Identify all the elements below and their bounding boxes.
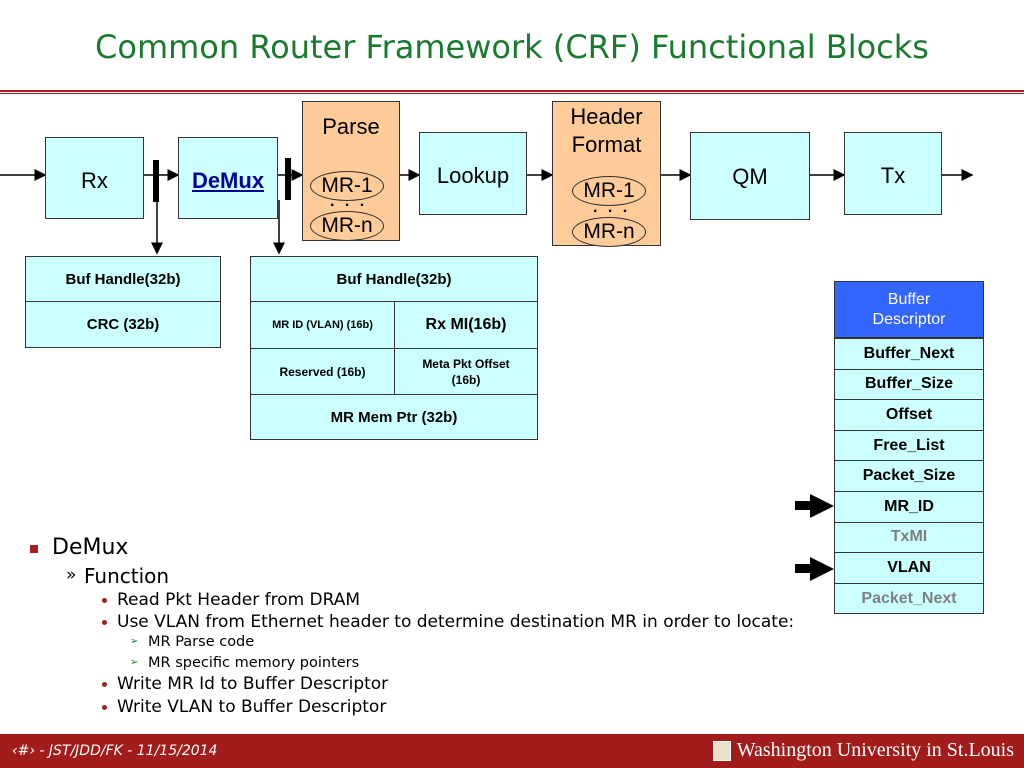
header-format-line1: Header bbox=[570, 104, 643, 129]
tx-block: Tx bbox=[844, 132, 942, 215]
demux-meta-rx-mi: Rx MI(16b) bbox=[394, 301, 538, 349]
chevron-bullet-icon: » bbox=[66, 565, 77, 585]
bullet-write-vlan: Write VLAN to Buffer Descriptor bbox=[117, 697, 387, 717]
lookup-block: Lookup bbox=[419, 132, 527, 215]
bullet-use-vlan: Use VLAN from Ethernet header to determi… bbox=[117, 612, 795, 632]
dot-bullet-icon bbox=[102, 705, 107, 710]
vlan-pointer-arrow bbox=[795, 557, 834, 581]
bullet-read-pkt: Read Pkt Header from DRAM bbox=[117, 590, 361, 610]
buffer-descriptor-row: Packet_Next bbox=[834, 582, 984, 615]
hf-mr1-oval: MR-1 bbox=[572, 176, 646, 206]
parse-dots: . . . bbox=[330, 193, 368, 210]
tx-label: Tx bbox=[880, 163, 906, 188]
qm-label: QM bbox=[732, 164, 768, 189]
university-seal-icon bbox=[712, 740, 731, 761]
buffer-descriptor-row: MR_ID bbox=[834, 491, 984, 523]
buffer-descriptor-row: Free_List bbox=[834, 429, 984, 462]
arrow-bullet-icon: ➢ bbox=[130, 657, 139, 668]
footer-slide-info: ‹#› - JST/JDD/FK - 11/15/2014 bbox=[12, 743, 218, 759]
hf-mrn-oval: MR-n bbox=[572, 217, 646, 247]
dot-bullet-icon bbox=[102, 682, 107, 687]
title-rule-bottom bbox=[0, 93, 1024, 94]
lookup-label: Lookup bbox=[436, 163, 510, 188]
bullet-write-mr-id: Write MR Id to Buffer Descriptor bbox=[117, 674, 389, 694]
arrow-bullet-icon: ➢ bbox=[130, 636, 139, 647]
demux-meta-mr-mem-ptr: MR Mem Ptr (32b) bbox=[250, 394, 538, 440]
buffer-descriptor-header: Buffer Descriptor bbox=[834, 281, 984, 338]
rx-meta-buf-handle: Buf Handle(32b) bbox=[25, 256, 221, 302]
buffer-descriptor-row: TxMI bbox=[834, 521, 984, 554]
rx-meta-crc: CRC (32b) bbox=[25, 301, 221, 348]
mr-id-pointer-arrow bbox=[795, 494, 834, 518]
buffer-descriptor-row: Buffer_Size bbox=[834, 368, 984, 401]
parse-mr1-oval: MR-1 bbox=[310, 171, 384, 201]
buffer-descriptor-row: Offset bbox=[834, 399, 984, 431]
demux-meta-reserved: Reserved (16b) bbox=[250, 348, 395, 395]
bullet-demux: DeMux bbox=[52, 535, 129, 560]
hf-dots: . . . bbox=[593, 199, 631, 216]
dot-bullet-icon bbox=[102, 598, 107, 603]
dot-bullet-icon bbox=[102, 620, 107, 625]
demux-label: DeMux bbox=[191, 168, 265, 193]
buffer-descriptor-row: Packet_Size bbox=[834, 460, 984, 492]
buffer-descriptor-row: VLAN bbox=[834, 552, 984, 584]
parse-label: Parse bbox=[322, 114, 380, 139]
header-format-block: Header Format bbox=[552, 101, 661, 246]
bullet-mr-parse-code: MR Parse code bbox=[148, 634, 255, 650]
demux-block: DeMux bbox=[178, 137, 278, 219]
buffer-descriptor-row: Buffer_Next bbox=[834, 338, 984, 370]
footer-university: Washington University in St.Louis bbox=[712, 739, 1014, 762]
footer-bar: ‹#› - JST/JDD/FK - 11/15/2014 Washington… bbox=[0, 734, 1024, 768]
demux-meta-buf-handle: Buf Handle(32b) bbox=[250, 256, 538, 302]
parse-mrn-oval: MR-n bbox=[310, 211, 384, 241]
rx-label: Rx bbox=[81, 168, 108, 193]
demux-meta-mr-id: MR ID (VLAN) (16b) bbox=[250, 301, 395, 349]
slide-title: Common Router Framework (CRF) Functional… bbox=[95, 28, 929, 66]
header-format-line2: Format bbox=[571, 132, 642, 157]
square-bullet-icon bbox=[30, 545, 38, 553]
demux-meta-pkt-offset: Meta Pkt Offset (16b) bbox=[394, 348, 538, 395]
footer-university-name: Washington University in St.Louis bbox=[736, 739, 1014, 761]
bullet-function: Function bbox=[84, 564, 170, 588]
rx-block: Rx bbox=[45, 137, 144, 219]
qm-block: QM bbox=[690, 132, 810, 220]
title-rule-top bbox=[0, 90, 1024, 92]
bullet-mr-memory: MR specific memory pointers bbox=[148, 655, 360, 671]
